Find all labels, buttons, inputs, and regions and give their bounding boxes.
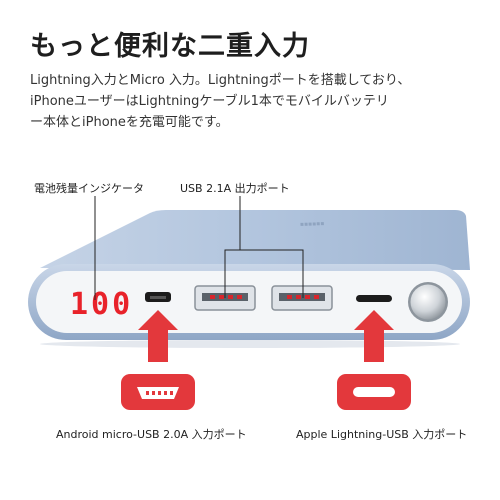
indicator-label: 電池残量インジケータ — [34, 182, 144, 195]
power-bank-top — [40, 210, 470, 270]
micro-input-label: Android micro-USB 2.0A 入力ポート — [56, 428, 247, 441]
usb-output-label: USB 2.1A 出力ポート — [180, 182, 290, 195]
usb-a-port-2 — [271, 285, 333, 311]
description-line: Lightning入力とMicro 入力。Lightningポートを搭載しており… — [30, 73, 411, 88]
lightning-port — [356, 295, 392, 302]
power-button — [408, 282, 448, 322]
description-line: iPhoneユーザーはLightningケーブル1本でモバイルバッテリ — [30, 94, 389, 109]
lightning-input-arrow — [354, 310, 394, 362]
description-line: ー本体とiPhoneを充電可能です。 — [30, 115, 229, 130]
lightning-input-label: Apple Lightning-USB 入力ポート — [296, 428, 468, 441]
usb-output-leader-line — [224, 196, 304, 298]
battery-indicator-display: 100 — [70, 287, 133, 322]
micro-usb-port — [145, 292, 171, 302]
description: Lightning入力とMicro 入力。Lightningポートを搭載しており… — [30, 70, 470, 133]
micro-usb-connector-icon — [121, 374, 195, 410]
micro-input-arrow — [138, 310, 178, 362]
lightning-connector-icon — [337, 374, 411, 410]
headline: もっと便利な二重入力 — [30, 31, 310, 62]
brand-engraving: ▪▪▪▪▪▪ — [300, 220, 325, 228]
